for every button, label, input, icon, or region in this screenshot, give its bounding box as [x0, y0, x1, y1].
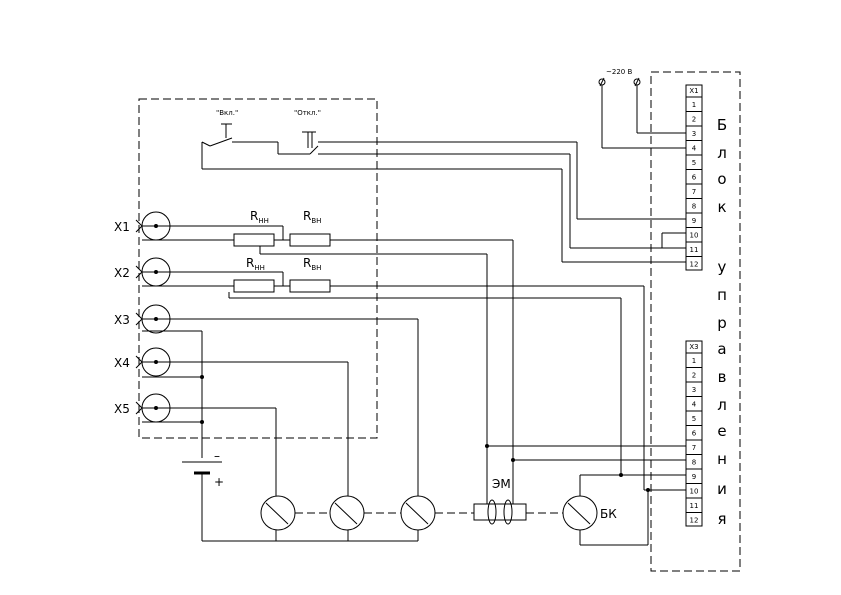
button-off: "Откл." — [277, 109, 321, 155]
resistor-rnn-1 — [233, 233, 275, 247]
x3-row-7: 7 — [692, 444, 696, 452]
x3-row-2: 2 — [692, 372, 696, 380]
title-letter-0: Б — [717, 116, 727, 134]
contact-bk: БК — [562, 495, 617, 531]
title-letter-6: р — [717, 314, 727, 332]
title-letter-3: к — [717, 198, 726, 216]
x3-row-11: 11 — [690, 502, 699, 510]
x1-row-7: 7 — [692, 188, 696, 196]
resistor-rvn-1-label: RВН — [303, 209, 321, 225]
title-letter-5: п — [717, 286, 727, 304]
contact-1 — [260, 495, 296, 531]
terminal-block-x1-header: X1 — [689, 87, 698, 95]
x3-row-1: 1 — [692, 357, 696, 365]
battery-plus: + — [214, 475, 224, 489]
x1-row-1: 1 — [692, 101, 696, 109]
electromagnet-em: ЭМ — [473, 477, 527, 525]
title-letter-1: л — [717, 144, 727, 162]
x1-row-9: 9 — [692, 217, 696, 225]
resistor-rvn-1 — [289, 233, 331, 247]
x1-row-11: 11 — [690, 246, 699, 254]
terminal-x5: X5 — [114, 393, 171, 423]
x3-row-12: 12 — [690, 517, 699, 525]
x3-row-3: 3 — [692, 386, 696, 394]
terminal-x1-label: X1 — [114, 220, 130, 234]
title-letter-9: л — [717, 396, 727, 414]
x1-row-10: 10 — [690, 232, 699, 240]
terminal-x3-label: X3 — [114, 313, 130, 327]
x3-row-5: 5 — [692, 415, 696, 423]
terminal-x2-label: X2 — [114, 266, 130, 280]
x1-row-4: 4 — [692, 145, 697, 153]
button-off-label: "Откл." — [294, 109, 321, 117]
resistor-rvn-2 — [289, 279, 331, 293]
resistor-rnn-2-label: RНН — [246, 256, 265, 272]
em-label: ЭМ — [492, 477, 511, 491]
button-on: "Вкл." — [209, 109, 278, 147]
x1-row-5: 5 — [692, 159, 696, 167]
contact-3 — [400, 495, 436, 531]
x3-row-10: 10 — [690, 488, 699, 496]
terminal-x4: X4 — [114, 347, 171, 377]
x3-row-4: 4 — [692, 401, 697, 409]
terminal-block-x3-header: X3 — [689, 343, 698, 351]
power-label: ~220 В — [606, 68, 632, 76]
x3-row-8: 8 — [692, 459, 696, 467]
control-block-enclosure — [650, 71, 741, 572]
title-letter-2: о — [717, 170, 726, 188]
contact-2 — [329, 495, 365, 531]
terminal-x3: X3 — [114, 304, 171, 334]
x3-row-9: 9 — [692, 473, 696, 481]
bk-label: БК — [600, 507, 617, 521]
battery: – + — [182, 449, 224, 489]
title-letter-12: и — [717, 480, 727, 498]
title-letter-10: е — [717, 422, 726, 440]
x1-row-12: 12 — [690, 261, 699, 269]
title-letter-13: я — [717, 510, 726, 528]
terminal-x1: X1 — [114, 211, 171, 241]
title-letter-11: н — [717, 450, 727, 468]
resistor-rvn-2-label: RВН — [303, 256, 321, 272]
x3-row-6: 6 — [692, 430, 697, 438]
title-letter-8: в — [718, 368, 727, 386]
terminal-x2: X2 — [114, 257, 171, 287]
x1-row-2: 2 — [692, 116, 696, 124]
x1-row-6: 6 — [692, 174, 697, 182]
title-letter-4: у — [718, 258, 727, 276]
terminal-x5-label: X5 — [114, 402, 130, 416]
x1-row-8: 8 — [692, 203, 696, 211]
battery-minus: – — [214, 449, 220, 463]
x1-row-3: 3 — [692, 130, 696, 138]
title-letter-7: а — [717, 340, 726, 358]
resistor-rnn-2 — [233, 279, 275, 293]
terminal-x4-label: X4 — [114, 356, 130, 370]
resistor-rnn-1-label: RНН — [250, 209, 269, 225]
button-on-label: "Вкл." — [216, 109, 238, 117]
